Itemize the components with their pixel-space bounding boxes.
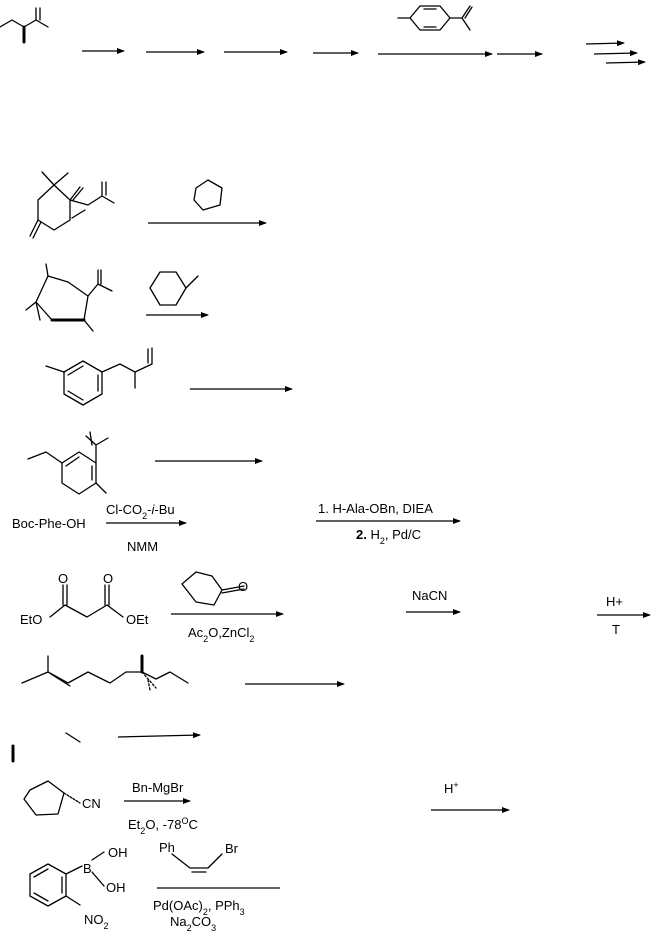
structure-cyclopentyl-reagent [193, 179, 223, 211]
structure-nitrophenylboronic-acid [29, 851, 105, 907]
arrow-row1-9 [605, 59, 646, 66]
et2o-temp-label: Et2O, -78OC [128, 816, 198, 836]
eto-label: EtO [20, 612, 42, 627]
structure-trimethylcyclohexyl-propene [25, 263, 113, 332]
ketone-o-label: O [238, 579, 248, 594]
chloroformate-reagent: Cl-CO2-i-Bu [106, 502, 175, 521]
phenyl-label: Ph [159, 840, 175, 855]
boronic-oh-top: OH [108, 845, 128, 860]
ala-obn-diea-label: 1. H-Ala-OBn, DIEA [318, 501, 433, 516]
nacn-label: NaCN [412, 588, 447, 603]
structure-diethyl-malonate [49, 584, 124, 618]
hydrolysis-h-label: H+ [444, 780, 459, 796]
structure-p-isopropenyltoluene [397, 5, 473, 31]
nmm-label: NMM [127, 539, 158, 554]
h-plus-label: H+ [606, 594, 623, 609]
cn-label: CN [82, 796, 101, 811]
structure-vinyl-bromide [171, 853, 223, 873]
boronic-oh-bottom: OH [106, 880, 126, 895]
oet-label: OEt [126, 612, 149, 627]
base-na2co3-label: Na2CO3 [170, 914, 216, 933]
arrow-row1-7 [585, 40, 625, 47]
structure-small-fragment [11, 732, 81, 763]
structure-cyclopentanecarbonitrile [23, 780, 81, 816]
bn-mgbr-label: Bn-MgBr [132, 780, 184, 795]
structure-top-left-fragment [0, 7, 49, 44]
structure-methylcyclohexane-reagent [149, 271, 199, 306]
heat-t-label: T [612, 622, 620, 637]
structure-cyclopentanone [181, 571, 245, 606]
arrow-row1-8 [593, 50, 638, 57]
structure-dienyl-cyclohexene [29, 171, 115, 239]
structure-methallyl-toluene [45, 347, 153, 406]
carbonyl-o-left: O [58, 571, 68, 586]
carbonyl-o-right: O [103, 571, 113, 586]
ac2o-zncl2-label: Ac2O,ZnCl2 [188, 625, 254, 644]
structure-terpene-chain [21, 654, 189, 691]
nitro-label: NO2 [84, 912, 109, 931]
boc-phe-oh-label: Boc-Phe-OH [12, 516, 86, 531]
pd-catalyst-label: Pd(OAc)2, PPh3 [153, 898, 245, 917]
boron-label: B [83, 861, 92, 876]
hydrogenation-label: 2. H2, Pd/C [356, 527, 421, 546]
bromide-label: Br [225, 841, 239, 856]
structure-ethyl-isopropenyl-benzene [27, 431, 109, 495]
arrow-row9 [117, 732, 201, 739]
